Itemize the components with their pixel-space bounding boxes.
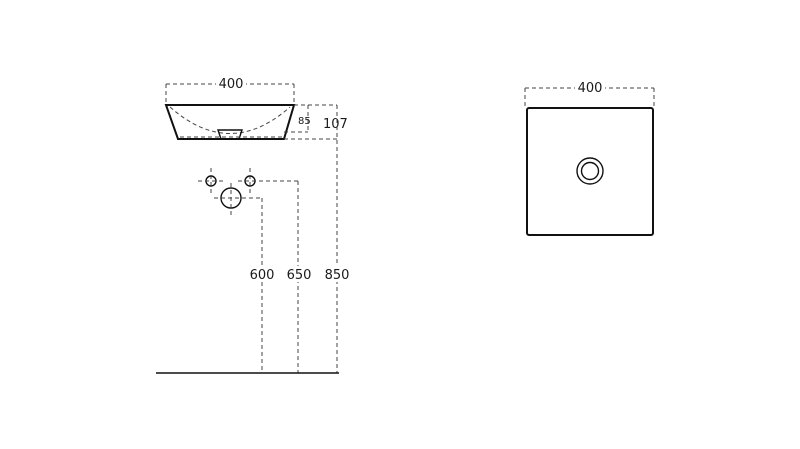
side-width-label: 400 [219, 77, 244, 92]
label-bg-650 [286, 266, 312, 282]
drain-outer-ring [576, 157, 604, 185]
drain-outline [217, 129, 243, 140]
label-bg-600 [249, 266, 275, 282]
total-height-label: 107 [323, 117, 348, 132]
label-bg-850 [324, 266, 350, 282]
height-dimensions: 600 650 850 [156, 105, 350, 374]
basin-side-view: 400 85 107 [164, 76, 348, 140]
height-label-600: 600 [250, 268, 275, 283]
basin-top-outline [526, 107, 654, 236]
inner-depth-label: 85 [298, 116, 311, 127]
width-label-bg [216, 76, 246, 90]
drain-inner-ring [580, 161, 600, 181]
top-width-label-bg [575, 80, 605, 94]
bowl-inner-curve [169, 106, 291, 134]
top-width-label: 400 [578, 81, 603, 96]
wall-connections [198, 168, 298, 215]
height-label-650: 650 [287, 268, 312, 283]
basin-top-view: 400 [524, 80, 655, 236]
height-label-850: 850 [325, 268, 350, 283]
